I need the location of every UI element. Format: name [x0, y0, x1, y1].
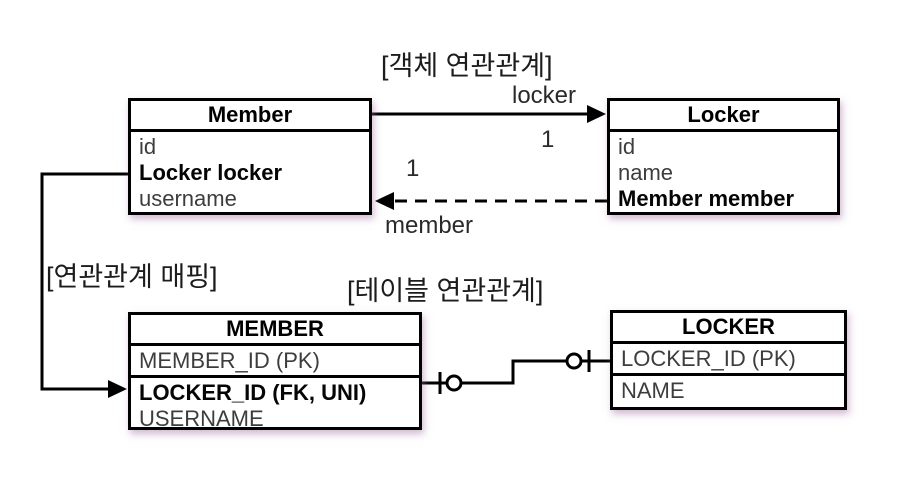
- object-relation-label: [객체 연관관계]: [381, 51, 553, 81]
- table-relation-connector: [422, 350, 610, 394]
- member-class-title: Member: [131, 101, 369, 132]
- member-table-row-fk: LOCKER_ID (FK, UNI): [139, 380, 367, 405]
- locker-class-field-member: Member member: [618, 186, 795, 211]
- member-table-box: MEMBER MEMBER_ID (PK) LOCKER_ID (FK, UNI…: [128, 312, 422, 431]
- member-class-fields: id Locker locker username: [131, 132, 369, 212]
- locker-class-field-name: name: [618, 160, 674, 185]
- member-role-label: member: [385, 212, 474, 239]
- table-relation-label: [테이블 연관관계]: [347, 276, 544, 306]
- member-table-title: MEMBER: [131, 315, 419, 346]
- locker-class-field-id: id: [618, 134, 636, 159]
- locker-class-fields: id name Member member: [610, 132, 837, 212]
- mapping-elbow-arrow: [40, 172, 128, 398]
- cardinality-circle-locker-side: [565, 352, 583, 370]
- mapping-label: [연관관계 매핑]: [46, 262, 218, 292]
- locker-table-box: LOCKER LOCKER_ID (PK) NAME: [610, 310, 847, 410]
- locker-multiplicity-label: 1: [541, 126, 555, 153]
- locker-role-label: locker: [512, 82, 577, 109]
- member-class-field-id: id: [139, 134, 157, 159]
- member-multiplicity-label: 1: [406, 155, 420, 182]
- locker-table-row-pk: LOCKER_ID (PK): [613, 344, 844, 376]
- member-table-row-pk: MEMBER_ID (PK): [131, 346, 419, 378]
- locker-class-title: Locker: [610, 101, 837, 132]
- object-association-arrow-locker: [372, 105, 606, 123]
- member-class-field-locker: Locker locker: [139, 160, 283, 185]
- member-class-box: Member id Locker locker username: [128, 98, 372, 215]
- cardinality-circle-member-side: [445, 374, 463, 392]
- locker-table-row-name: NAME: [621, 378, 685, 403]
- locker-table-title: LOCKER: [613, 313, 844, 344]
- member-class-field-username: username: [139, 186, 237, 211]
- member-table-row-username: USERNAME: [139, 406, 264, 431]
- object-association-arrow-member: [375, 192, 607, 210]
- locker-class-box: Locker id name Member member: [607, 98, 840, 215]
